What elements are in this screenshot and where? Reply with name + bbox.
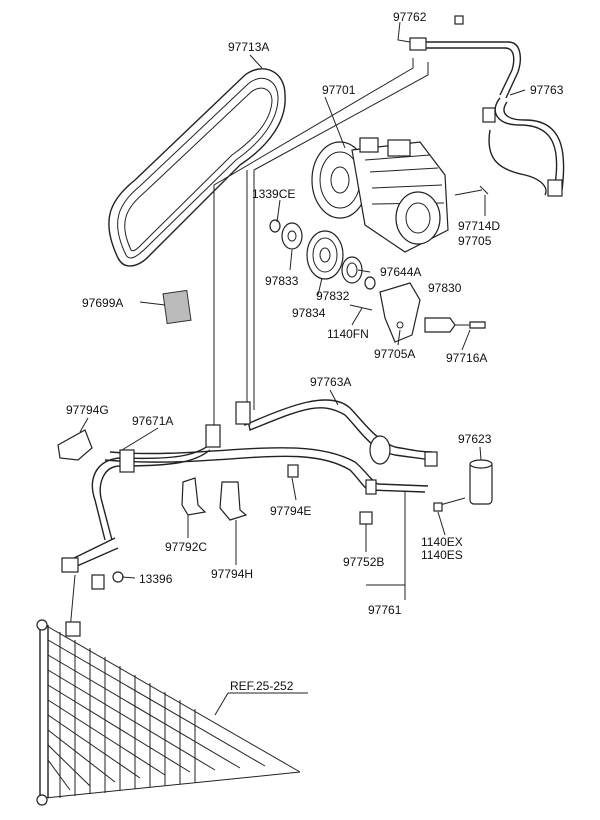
label-97752b: 97752B	[343, 555, 384, 569]
label-97699a: 97699A	[82, 296, 123, 310]
label-97714d: 97714D	[458, 219, 500, 233]
label-97763: 97763	[530, 83, 564, 97]
label-1140ex: 1140EX	[421, 535, 463, 549]
label-97794e: 97794E	[270, 504, 311, 518]
discharge-hose	[409, 15, 565, 197]
label-13396: 13396	[139, 572, 173, 586]
label-97834: 97834	[292, 306, 326, 320]
label-97762: 97762	[393, 10, 427, 24]
label-1339ce: 1339CE	[252, 187, 295, 201]
part-labels: 97762 97713A 97701 97763 1339CE 97714D 9…	[66, 10, 564, 693]
ac-compressor	[311, 137, 449, 253]
condenser-fittings	[61, 537, 124, 637]
label-97671a: 97671A	[132, 414, 173, 428]
label-97830: 97830	[428, 281, 462, 295]
label-97794h: 97794H	[211, 567, 253, 581]
label-1140es: 1140ES	[421, 548, 463, 562]
drive-belt	[108, 68, 286, 267]
liquid-tube	[91, 424, 429, 541]
label-97716a: 97716A	[446, 351, 487, 365]
clutch-components	[269, 219, 376, 290]
leader-lines	[79, 21, 526, 716]
receiver-drier	[433, 459, 493, 512]
label-1140fn: 1140FN	[327, 327, 369, 341]
label-97833: 97833	[265, 274, 299, 288]
label-97644a: 97644A	[380, 265, 421, 279]
suction-hose	[235, 399, 438, 467]
compressor-bracket	[349, 185, 489, 343]
label-97763a: 97763A	[310, 375, 351, 389]
label-97794g: 97794G	[66, 403, 109, 417]
label-sticker	[162, 289, 192, 325]
label-97701: 97701	[322, 83, 356, 97]
suction-lines	[213, 58, 429, 425]
label-97623: 97623	[458, 432, 492, 446]
label-97832: 97832	[316, 289, 350, 303]
condenser	[36, 619, 301, 806]
label-97792c: 97792C	[165, 540, 207, 554]
label-97705a: 97705A	[374, 347, 415, 361]
label-97761: 97761	[368, 603, 402, 617]
label-97713a: 97713A	[228, 40, 269, 54]
label-97705: 97705	[458, 234, 492, 248]
label-ref: REF.25-252	[230, 679, 294, 693]
hose-brackets	[57, 429, 373, 525]
